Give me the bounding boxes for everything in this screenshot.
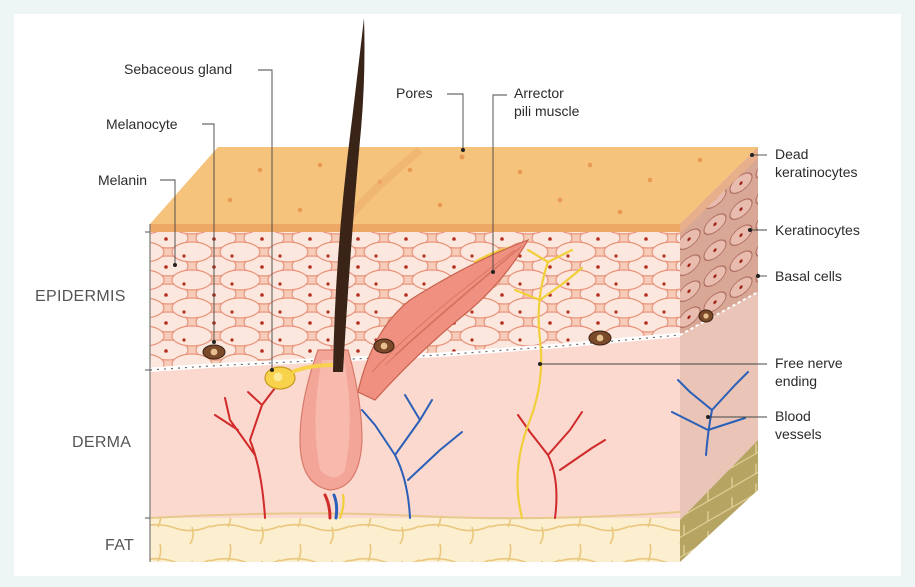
label-fat: FAT	[105, 537, 134, 554]
fat-layer	[150, 518, 680, 562]
label-arrector-line2: pili muscle	[514, 103, 580, 119]
label-blood-line2: vessels	[775, 426, 822, 442]
label-melanin: Melanin	[98, 172, 147, 188]
label-pores: Pores	[396, 85, 433, 101]
label-blood-line1: Blood	[775, 408, 811, 424]
label-dead-line1: Dead	[775, 146, 808, 162]
label-basal-cells: Basal cells	[775, 268, 842, 284]
label-arrector-line1: Arrector	[514, 85, 564, 101]
skin-surface	[150, 147, 758, 224]
label-nerve-line1: Free nerve	[775, 355, 843, 371]
label-nerve-line2: ending	[775, 373, 817, 389]
label-derma: DERMA	[72, 434, 131, 451]
label-sebaceous-gland: Sebaceous gland	[124, 61, 232, 77]
label-epidermis: EPIDERMIS	[35, 288, 126, 305]
label-melanocyte: Melanocyte	[106, 116, 178, 132]
label-dead-line2: keratinocytes	[775, 164, 857, 180]
label-keratinocytes: Keratinocytes	[775, 222, 860, 238]
layer-bracket	[145, 224, 150, 562]
